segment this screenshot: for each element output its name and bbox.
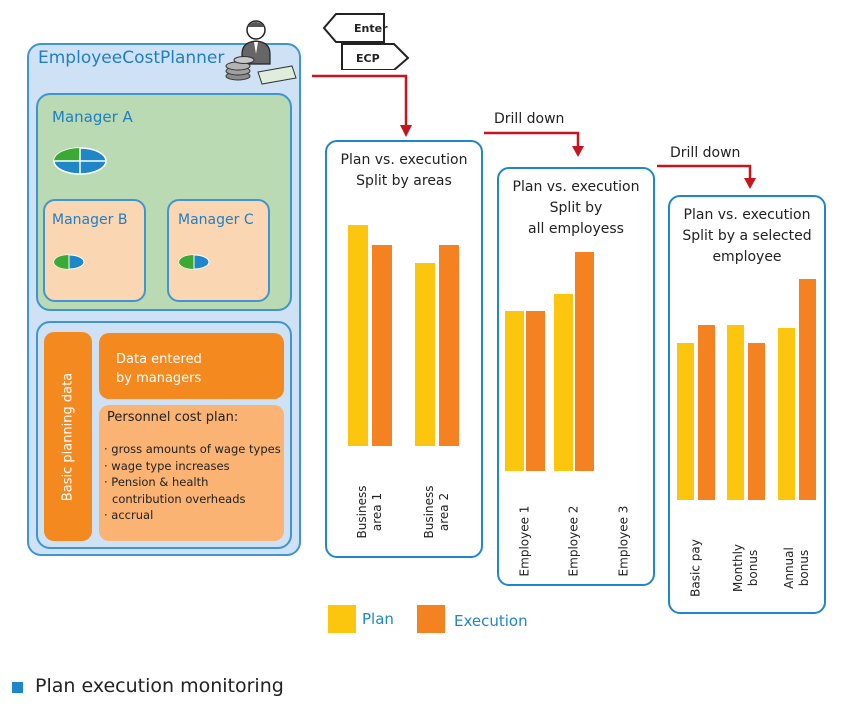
plan-bar <box>505 311 524 471</box>
list-item: · accrual <box>104 508 154 522</box>
execution-bar <box>799 279 816 500</box>
category-tick-label: Employee 2 <box>566 505 581 577</box>
chart-title-line: Plan vs. execution <box>512 179 640 195</box>
plan-bar <box>778 327 795 500</box>
caption-bullet-icon <box>12 682 23 693</box>
legend-plan-label: Plan <box>362 610 394 628</box>
plan-bar <box>554 293 573 471</box>
chart-title-line: all employess <box>528 221 624 237</box>
ecp-sign-text: ECP <box>356 52 380 65</box>
caption-text: Plan execution monitoring <box>35 675 284 697</box>
execution-bar <box>748 343 765 500</box>
pie-icon <box>53 254 85 270</box>
plan-bar <box>348 225 368 446</box>
chart-title: Plan vs. execution Split by all employes… <box>497 177 655 240</box>
list-item: · Pension & health <box>104 475 209 489</box>
plan-bar <box>677 343 694 500</box>
basic-planning-bar <box>44 332 92 541</box>
planner-title: EmployeeCostPlanner <box>38 48 225 68</box>
list-item: · gross amounts of wage types <box>104 442 281 456</box>
manager-b-label: Manager B <box>52 212 128 228</box>
execution-bar <box>372 244 392 446</box>
chart-title-line: Split by a selected <box>682 228 812 244</box>
category-tick-label: Employee 1 <box>517 505 532 577</box>
plan-bar <box>727 325 744 500</box>
pie-icon <box>178 254 210 270</box>
chart-title: Plan vs. execution Split by a selected e… <box>668 205 826 268</box>
arrow-head-icon <box>400 125 412 137</box>
chart-title-line: Split by areas <box>356 173 452 189</box>
drill-down-label: Drill down <box>670 145 741 161</box>
pie-icon <box>53 147 107 175</box>
enter-sign-text: Enter <box>354 22 388 35</box>
data-entered-line: by managers <box>116 371 202 386</box>
manager-c-label: Manager C <box>178 212 254 228</box>
plan-bar <box>415 262 435 446</box>
manager-c-box <box>167 199 270 302</box>
personnel-cost-plan-list: · gross amounts of wage types · wage typ… <box>104 441 281 524</box>
drill-down-label: Drill down <box>494 111 565 127</box>
enter-ecp-sign-icon: Enter ECP <box>322 13 410 70</box>
data-entered-text: Data entered by managers <box>116 350 202 388</box>
list-item: · wage type increases <box>104 458 230 473</box>
personnel-cost-plan-box <box>99 405 284 541</box>
chart-title-line: employee <box>712 249 782 265</box>
legend-execution-label: Execution <box>454 612 528 630</box>
manager-b-box <box>43 199 146 302</box>
chart-title: Plan vs. execution Split by areas <box>325 150 483 192</box>
data-entered-box <box>99 333 284 399</box>
category-tick-label: Employee 3 <box>616 505 631 577</box>
manager-a-label: Manager A <box>52 108 133 126</box>
legend-execution-swatch <box>417 605 445 633</box>
list-item: contribution overheads <box>112 491 246 506</box>
category-tick-label: Basic pay <box>688 539 703 597</box>
manager-with-money-icon <box>225 20 297 85</box>
chart-title-line: Plan vs. execution <box>340 152 468 168</box>
legend-plan-swatch <box>328 605 356 633</box>
execution-bar <box>698 325 715 500</box>
arrow-head-icon <box>744 178 756 189</box>
arrow-head-icon <box>572 146 584 157</box>
chart-title-line: Split by <box>549 200 603 216</box>
data-entered-line: Data entered <box>116 352 202 367</box>
execution-bar <box>575 252 594 471</box>
execution-bar <box>526 311 545 471</box>
execution-bar <box>439 244 459 446</box>
personnel-cost-plan-title: Personnel cost plan: <box>107 410 239 425</box>
chart-title-line: Plan vs. execution <box>683 207 811 223</box>
